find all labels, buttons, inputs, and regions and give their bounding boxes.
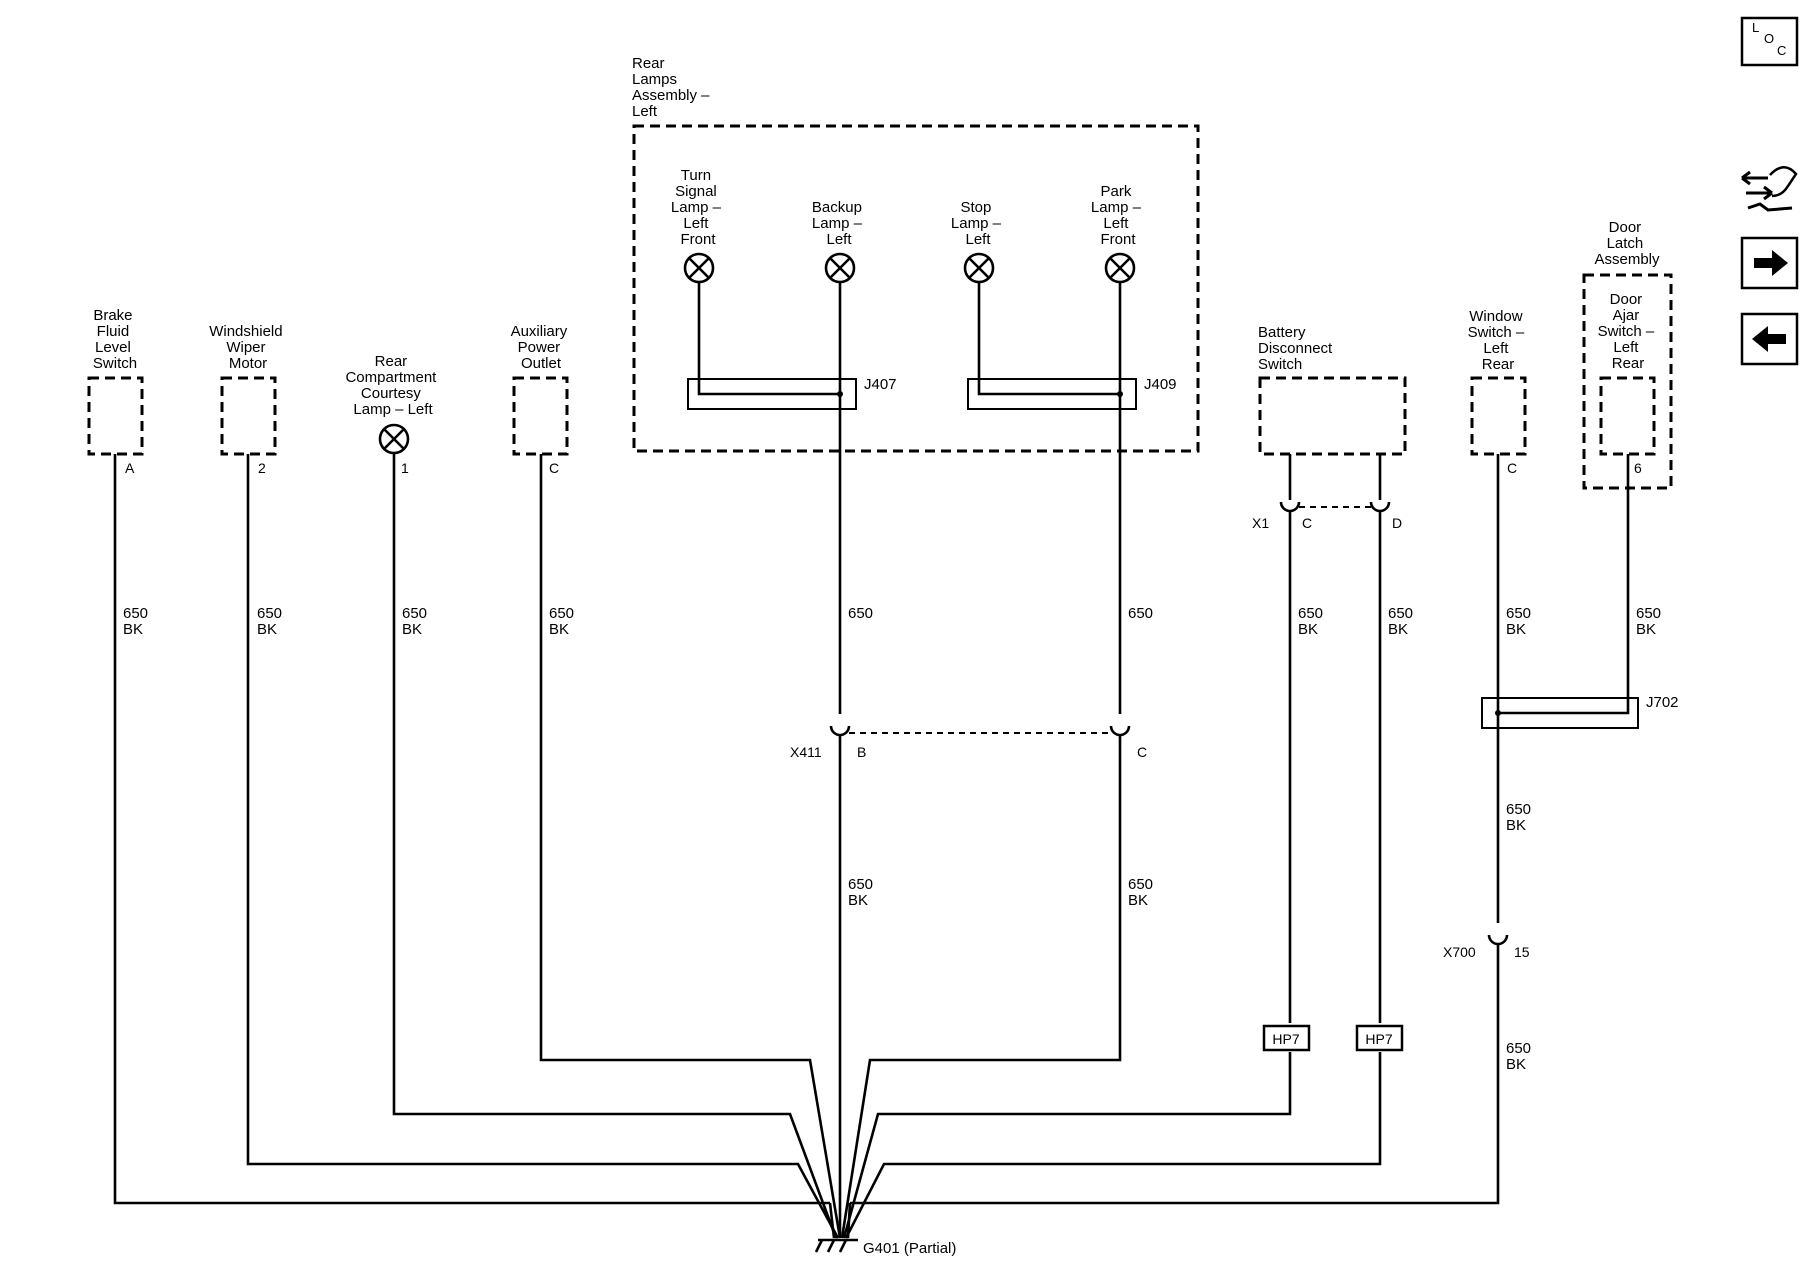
courtesy-lamp-label: Rear Compartment Courtesy Lamp – Left <box>345 353 440 418</box>
hp7-left-passthrough <box>1262 1024 1311 1052</box>
battery-c-wire-lower <box>842 1052 1292 1239</box>
rear-lamps-assembly-box <box>632 124 1200 453</box>
x1-d-pin: D <box>1392 515 1402 531</box>
wiper-motor-box <box>220 376 277 456</box>
next-arrow-icon[interactable] <box>1740 236 1799 290</box>
j409-splice <box>967 378 1137 410</box>
x1-c-terminal <box>1279 501 1301 513</box>
x700-terminal <box>1487 934 1509 946</box>
stop-lamp-icon <box>963 252 995 284</box>
stop-lamp-wire <box>977 282 1120 396</box>
battery-d-wire-lower <box>844 1052 1382 1239</box>
svg-text:L: L <box>1752 20 1759 35</box>
battery-d-wire-label: 650 BK <box>1388 605 1417 638</box>
rear-lamps-assembly-label: Rear Lamps Assembly – Left <box>632 55 714 120</box>
wiper-wire-label: 650 BK <box>257 605 286 638</box>
rear-lamps-assembly: Rear Lamps Assembly – Left Turn Signal L… <box>632 55 1200 453</box>
courtesy-wire-label: 650 BK <box>402 605 431 638</box>
x700-pin: 15 <box>1514 944 1530 960</box>
wiper-pin: 2 <box>258 460 266 476</box>
brake-fluid-switch-box <box>87 376 144 456</box>
window-wire-lower <box>850 944 1500 1205</box>
j407-label: J407 <box>864 376 897 393</box>
wiper-wire <box>246 454 840 1239</box>
j407-splice <box>687 378 857 410</box>
hp7-left-label: HP7 <box>1272 1031 1299 1047</box>
x411-b-terminal <box>829 725 851 737</box>
ground-label: G401 (Partial) <box>863 1240 956 1257</box>
door-ajar-switch-box <box>1599 376 1656 456</box>
door-ajar-wire <box>1498 454 1630 715</box>
park-lower-wire-label: 650 BK <box>1128 876 1157 909</box>
j702-node <box>1495 710 1501 716</box>
courtesy-lamp-icon <box>378 423 410 455</box>
hp7-right-label: HP7 <box>1365 1031 1392 1047</box>
window-switch-box <box>1470 376 1527 456</box>
backup-lower-wire-label: 650 BK <box>848 876 877 909</box>
j409-label: J409 <box>1144 376 1177 393</box>
x1-d-terminal <box>1369 501 1391 513</box>
turn-signal-wire <box>697 282 840 396</box>
x700-label: X700 <box>1443 944 1476 960</box>
battery-c-wire-label: 650 BK <box>1298 605 1327 638</box>
battery-switch-label: Battery Disconnect Switch <box>1258 324 1336 373</box>
park-lamp-label: Park Lamp – Left Front <box>1091 183 1145 248</box>
hp7-right-passthrough <box>1355 1024 1404 1052</box>
aux-outlet-label: Auxiliary Power Outlet <box>511 323 572 372</box>
j702-splice <box>1481 697 1639 729</box>
window-pin: C <box>1507 460 1517 476</box>
turn-signal-lamp-label: Turn Signal Lamp – Left Front <box>671 167 725 248</box>
window-wire-label: 650 BK <box>1506 605 1535 638</box>
brake-wire <box>113 454 830 1205</box>
stop-lamp-label: Stop Lamp – Left <box>951 199 1005 248</box>
door-ajar-wire-label: 650 BK <box>1636 605 1665 638</box>
door-latch-label: Door Latch Assembly <box>1594 219 1660 268</box>
park-lamp-wire-lower <box>840 735 1122 1239</box>
door-ajar-pin: 6 <box>1634 460 1642 476</box>
aux-pin: C <box>549 460 559 476</box>
x1-label: X1 <box>1252 515 1269 531</box>
ground-fan-in <box>828 1202 852 1239</box>
window-switch-label: Window Switch – Left Rear <box>1468 308 1529 373</box>
backup-lamp-label: Backup Lamp – Left <box>812 199 866 248</box>
loc-icon[interactable]: L O C <box>1740 16 1799 67</box>
brake-pin: A <box>125 460 135 476</box>
wiper-motor-label: Windshield Wiper Motor <box>209 323 287 372</box>
brake-fluid-switch-label: Brake Fluid Level Switch <box>93 307 137 372</box>
connector-info-icon[interactable] <box>1741 166 1798 212</box>
window-lower-wire-label: 650 BK <box>1506 1040 1535 1073</box>
backup-wire-label: 650 <box>848 605 873 622</box>
x411-b-pin: B <box>857 744 866 760</box>
courtesy-pin: 1 <box>401 460 409 476</box>
park-lamp-icon <box>1104 252 1136 284</box>
x411-c-pin: C <box>1137 744 1147 760</box>
aux-wire <box>539 454 842 1239</box>
x411-label: X411 <box>790 744 822 760</box>
door-ajar-switch-label: Door Ajar Switch – Left Rear <box>1598 291 1659 372</box>
brake-wire-label: 650 BK <box>123 605 152 638</box>
courtesy-wire <box>392 453 838 1239</box>
window-mid-wire-label: 650 BK <box>1506 801 1535 834</box>
x1-c-pin: C <box>1302 515 1312 531</box>
park-wire-label: 650 <box>1128 605 1153 622</box>
aux-outlet-box <box>512 376 569 456</box>
turn-signal-lamp-icon <box>683 252 715 284</box>
svg-text:O: O <box>1764 31 1774 46</box>
aux-wire-label: 650 BK <box>549 605 578 638</box>
svg-text:C: C <box>1777 43 1786 58</box>
ground-symbol-icon <box>814 1238 858 1253</box>
backup-lamp-icon <box>824 252 856 284</box>
x411-c-terminal <box>1109 725 1131 737</box>
j702-label: J702 <box>1646 694 1679 711</box>
battery-switch-box <box>1258 376 1407 456</box>
prev-arrow-icon[interactable] <box>1740 312 1799 366</box>
